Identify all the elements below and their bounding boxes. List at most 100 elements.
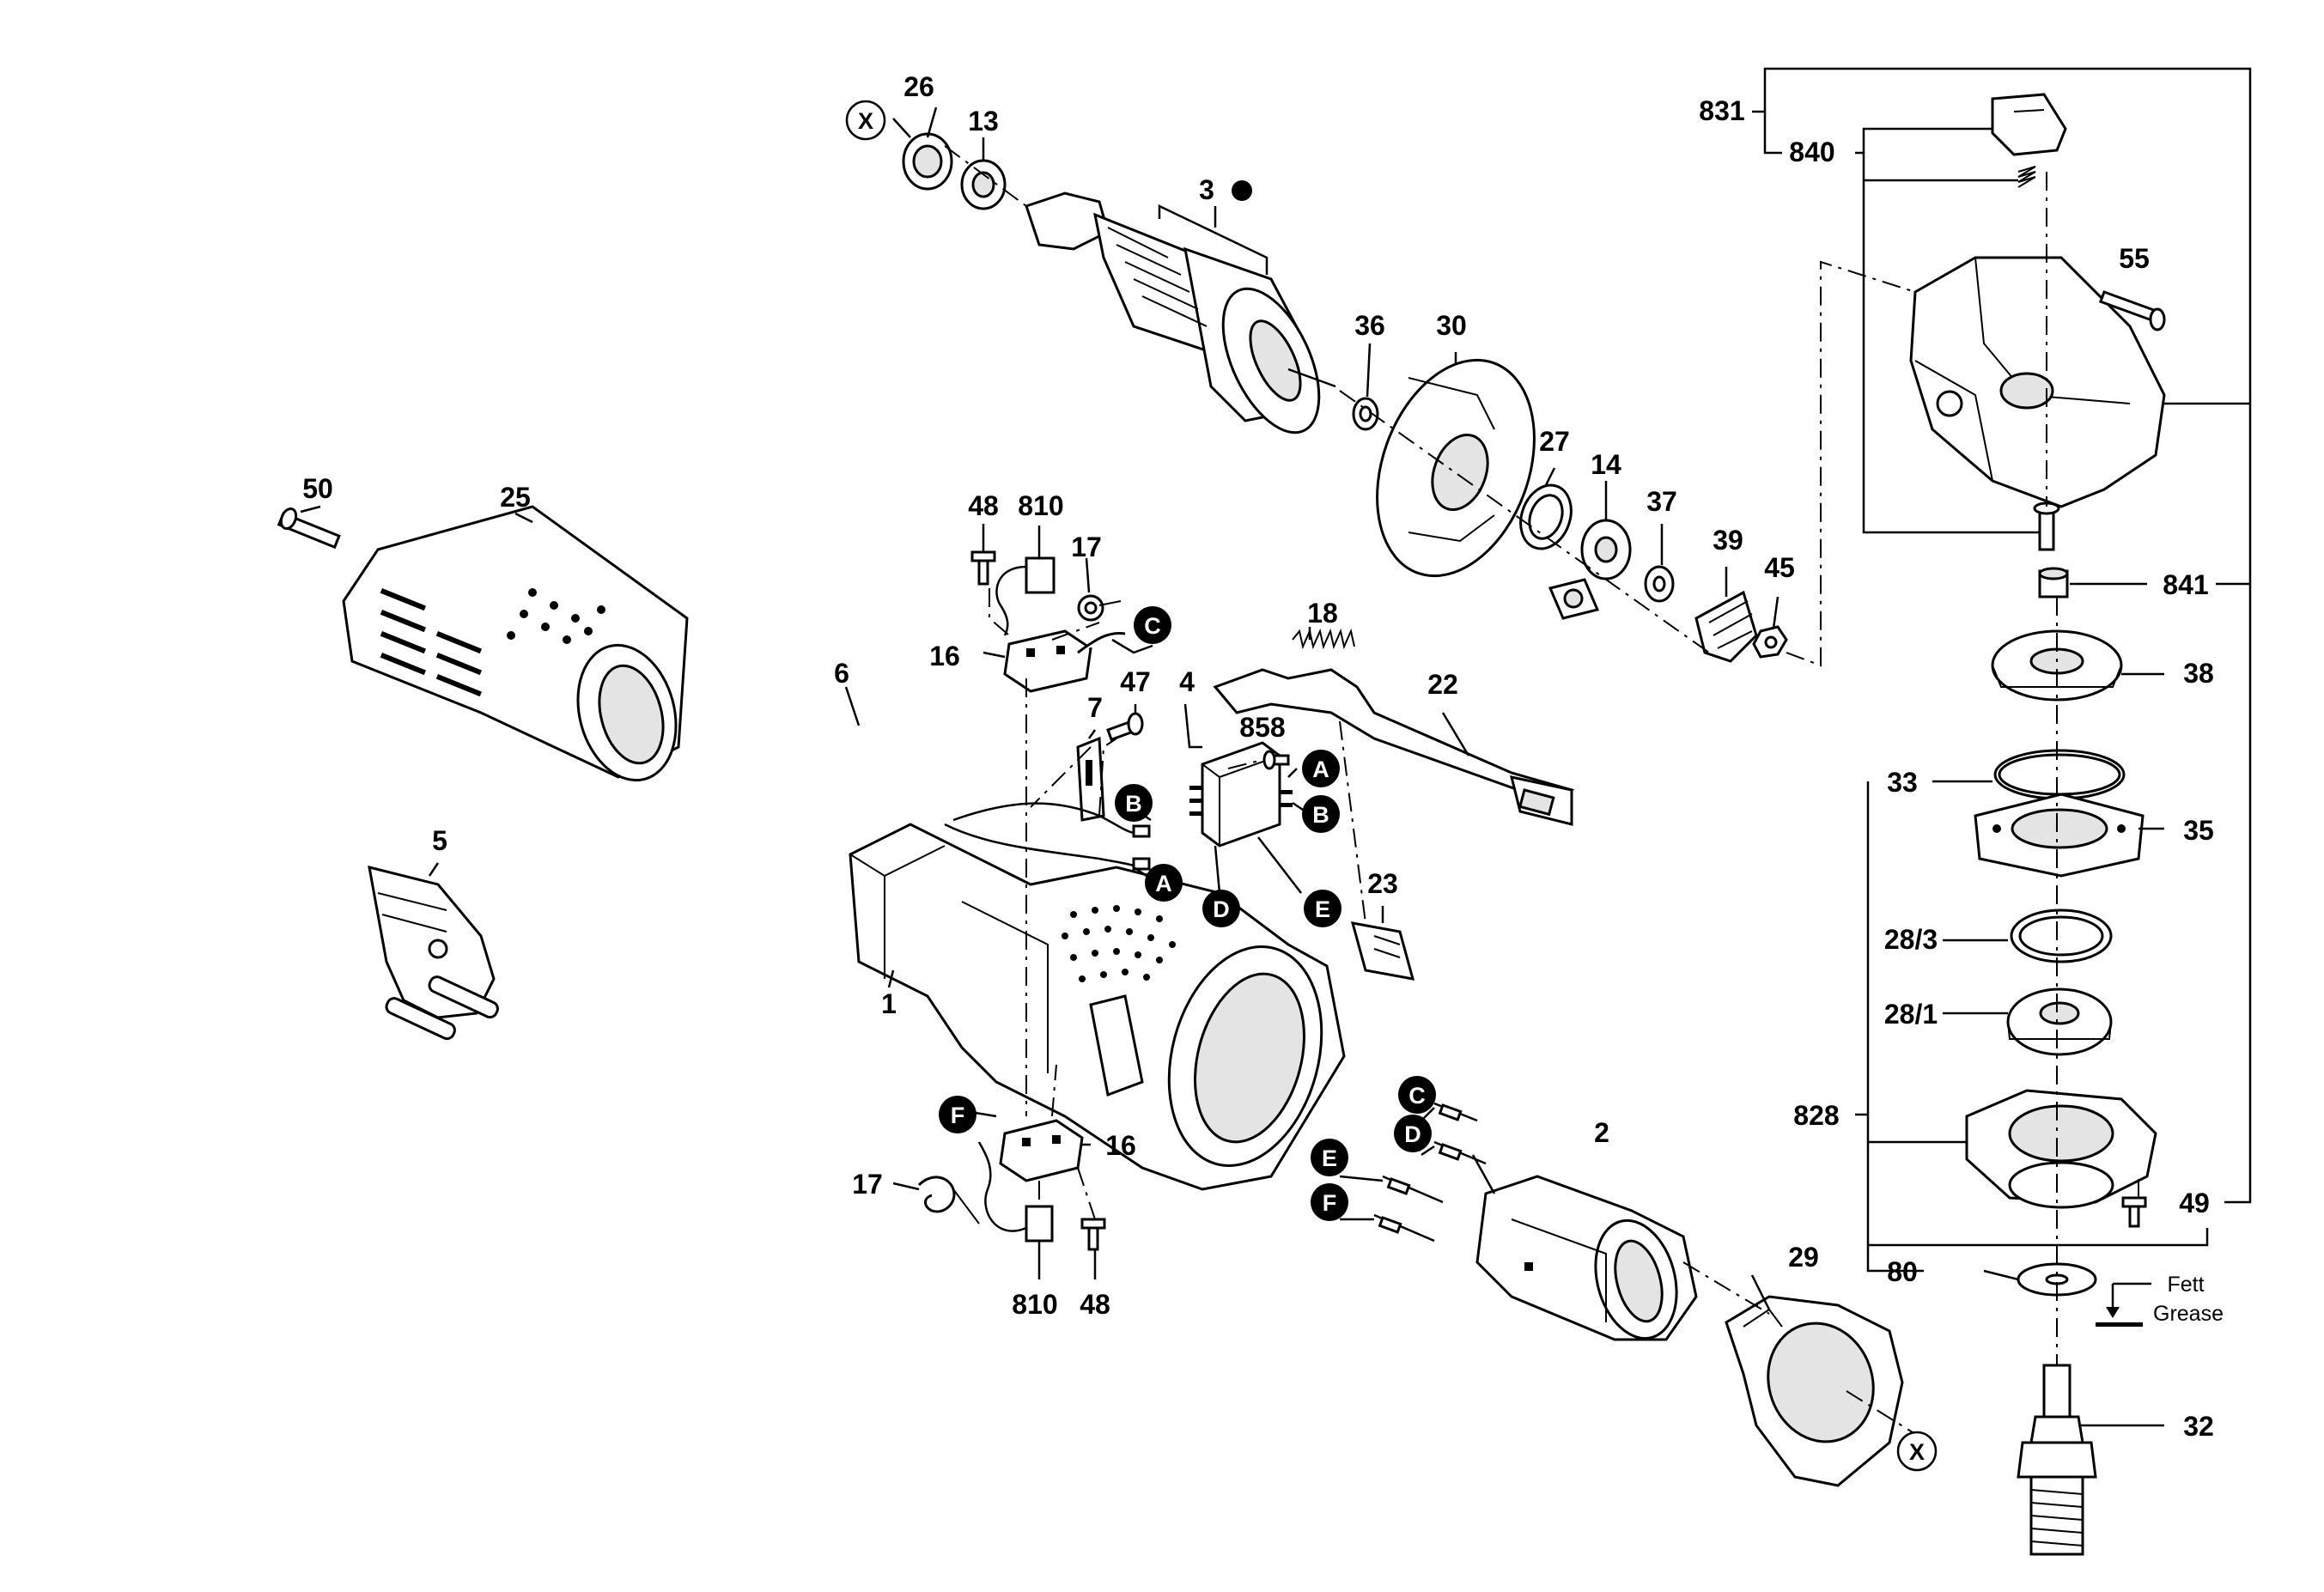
marker-c-2: C	[1398, 1076, 1436, 1114]
marker-d-1: D	[1202, 890, 1240, 927]
part-label-858: 858	[1239, 712, 1285, 743]
svg-text:B: B	[1125, 791, 1142, 817]
part-label-30: 30	[1436, 310, 1467, 341]
grease-note-de: Fett	[2167, 1273, 2204, 1297]
sleeve-841	[2038, 567, 2069, 599]
part-label-831: 831	[1699, 95, 1744, 126]
svg-text:C: C	[1144, 613, 1161, 639]
marker-a-2: A	[1145, 864, 1183, 902]
screw-49	[2121, 1196, 2147, 1228]
part-label-810-bottom: 810	[1012, 1289, 1057, 1320]
brush-holder-bottom	[999, 1119, 1084, 1182]
svg-text:F: F	[1323, 1190, 1337, 1216]
svg-text:D: D	[1213, 896, 1230, 922]
wheel-guard	[1725, 1295, 1904, 1487]
part-label-50: 50	[302, 473, 333, 504]
grease-note-en: Grease	[2153, 1302, 2224, 1326]
part-label-39: 39	[1713, 525, 1743, 556]
part-label-25: 25	[500, 482, 531, 513]
part-label-33: 33	[1887, 767, 1918, 798]
part-label-13: 13	[968, 106, 999, 137]
fan-baffle	[1376, 358, 1536, 578]
bearing-flange	[1965, 1089, 2157, 1209]
assembly-axes	[944, 145, 2139, 1435]
marker-e-2: E	[1311, 1139, 1348, 1176]
new-part-dot	[1232, 180, 1252, 201]
brush-holder-top	[1003, 629, 1126, 693]
part-label-4: 4	[1179, 666, 1195, 697]
washer-36	[1352, 397, 1379, 431]
marker-b-1: B	[1302, 795, 1340, 833]
switch-lever	[1213, 668, 1575, 826]
internal-wires	[944, 802, 1151, 871]
screw-858	[1262, 750, 1290, 770]
gear-housing	[1909, 256, 2166, 508]
part-label-7: 7	[1087, 692, 1103, 723]
bearing-14	[1580, 519, 1632, 580]
part-label-28-1: 28/1	[1884, 999, 1938, 1030]
part-label-80: 80	[1887, 1256, 1918, 1287]
switch	[1189, 741, 1293, 848]
svg-text:A: A	[1155, 871, 1172, 896]
pinion-39	[1694, 590, 1758, 663]
motor-housing	[849, 823, 1346, 1191]
part-label-3: 3	[1199, 174, 1214, 205]
field-coil	[1475, 1175, 1698, 1341]
cover-plate-35	[1974, 793, 2145, 878]
armature	[1025, 191, 1336, 434]
screw-48-bottom	[1080, 1218, 1106, 1251]
part-label-37: 37	[1646, 486, 1677, 517]
part-label-6: 6	[834, 658, 849, 689]
part-label-48-top: 48	[968, 490, 999, 521]
part-label-36: 36	[1354, 310, 1385, 341]
spindle	[2017, 1364, 2097, 1556]
part-label-22: 22	[1427, 669, 1458, 700]
part-label-45: 45	[1764, 552, 1795, 583]
part-label-16-bottom: 16	[1105, 1130, 1136, 1161]
part-label-16-top: 16	[929, 641, 960, 671]
brush-spring-top	[1077, 594, 1122, 622]
lock-button	[1350, 921, 1415, 981]
svg-text:F: F	[951, 1103, 965, 1128]
part-label-49: 49	[2179, 1188, 2210, 1218]
assembly-brackets	[1752, 67, 2252, 1427]
screw-55	[2098, 290, 2166, 331]
part-label-2: 2	[1594, 1117, 1609, 1148]
marker-b-2: B	[1115, 784, 1153, 822]
wire-clip-7	[1076, 736, 1105, 822]
svg-text:E: E	[1322, 1145, 1337, 1171]
svg-text:E: E	[1315, 896, 1330, 922]
part-label-1: 1	[881, 988, 897, 1019]
carbon-brush-top	[995, 556, 1056, 636]
spindle-lock-button	[1991, 93, 2067, 156]
part-label-17-top: 17	[1071, 532, 1102, 562]
part-label-35: 35	[2183, 815, 2214, 846]
nut-45	[1752, 625, 1788, 659]
marker-a-1: A	[1302, 750, 1340, 787]
part-label-48-bottom: 48	[1080, 1289, 1110, 1320]
screw-48-top	[970, 550, 996, 586]
part-label-47: 47	[1120, 666, 1151, 697]
screw-47	[1106, 712, 1144, 742]
marker-c-top: C	[1134, 606, 1171, 644]
part-label-38: 38	[2183, 658, 2214, 689]
marker-d-2: D	[1394, 1115, 1432, 1152]
marker-f-2: F	[1311, 1183, 1348, 1221]
grease-note: Fett Grease	[2153, 1273, 2224, 1326]
brush-spring-bottom	[917, 1176, 980, 1224]
marker-f-1: F	[939, 1096, 976, 1133]
plug	[368, 865, 499, 1041]
part-label-23: 23	[1367, 868, 1398, 899]
part-label-5: 5	[432, 825, 447, 856]
grease-symbol	[2096, 1282, 2151, 1327]
marker-e-1: E	[1304, 890, 1341, 927]
part-label-28-3: 28/3	[1884, 924, 1938, 955]
part-label-32: 32	[2183, 1411, 2214, 1442]
svg-text:X: X	[858, 108, 873, 134]
marker-x-bottom: X	[1896, 1431, 1938, 1472]
part-label-55: 55	[2119, 243, 2150, 274]
spring-18	[1292, 628, 1355, 650]
lock-spring	[2017, 166, 2036, 188]
part-labels: 26 13 3 36 30 27 14 37 39 45 50 25 48 81…	[302, 71, 2214, 1442]
